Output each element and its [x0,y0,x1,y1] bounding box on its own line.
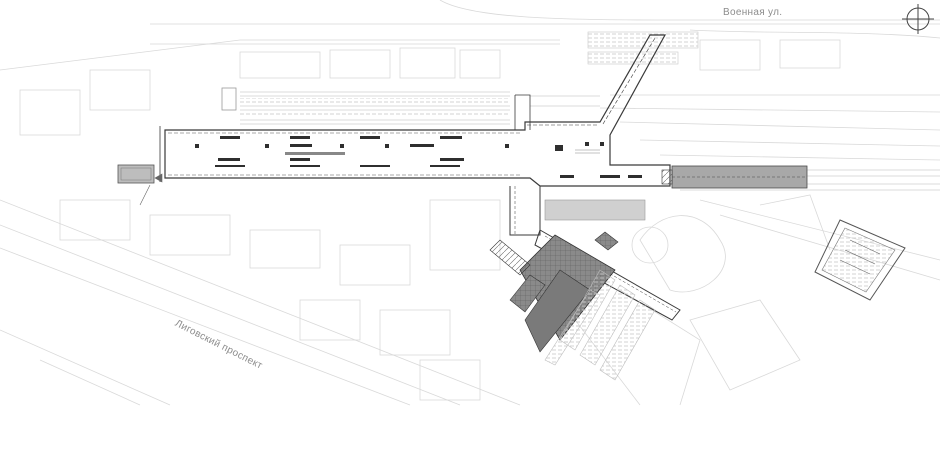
west-annex-inner [120,167,152,181]
concourse [159,34,671,187]
upper-platform-hatch [240,98,510,103]
concourse-bench [285,152,345,155]
street-label-voennaya: Военная ул. [723,7,783,18]
east-platform-stairs [661,169,673,185]
concourse-fixtures [195,136,642,178]
east-parking [814,219,906,301]
grey-canopy [544,199,646,221]
north-arrow-icon [902,4,934,34]
escalator-marks [575,149,600,154]
upper-platform-hatch-2 [240,112,510,117]
upper-tracks [240,91,940,191]
south-terminal [489,231,619,353]
west-annex [117,164,155,184]
west-ramp [139,173,163,206]
top-parking-strip-2 [587,51,679,65]
top-parking-strip [587,31,699,49]
city-context [0,0,941,406]
south-parking [544,269,656,381]
small-block [221,87,237,111]
